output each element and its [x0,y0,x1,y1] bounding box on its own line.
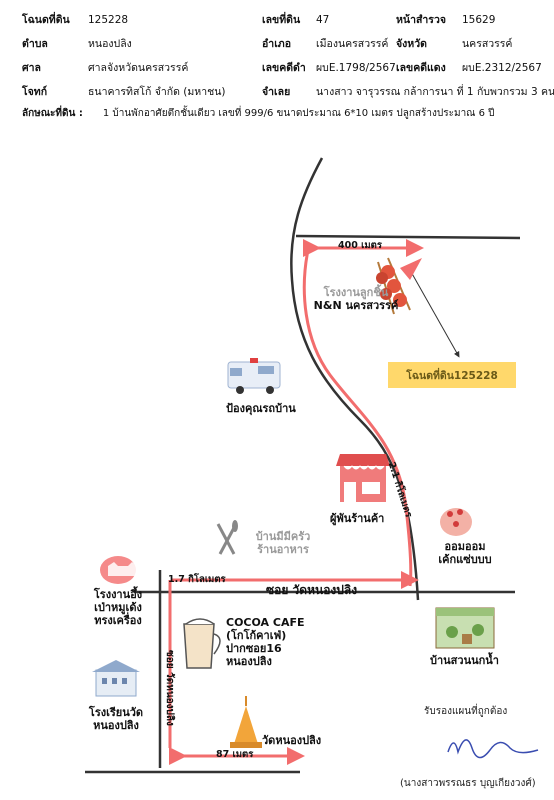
side-road-label: ซอย วัดหนองปลิง [164,650,175,726]
temple-label: วัดหนองปลิง [262,734,322,747]
defendant-label: จำเลย [262,86,291,98]
plot-pointer [409,269,460,358]
parcel-value: 47 [316,14,330,26]
court-label: ศาล [22,62,41,74]
plaintiff-label: โจทก์ [22,86,48,98]
parcel-label: เลขที่ดิน [262,14,301,26]
garden-label: บ้านสวนนกน้ำ [430,654,499,667]
restaurant-label-line2: ร้านอาหาร [257,543,309,556]
school-label-line2: หนองปลิง [93,719,139,732]
deed-value: 125228 [88,14,129,26]
school-icon [92,660,140,697]
coffee-cup-icon [183,618,221,669]
black-case-label: เลขคดีดำ [262,62,306,74]
cafe-label-line1: COCOA CAFE [226,616,305,629]
certify-text: รับรองแผนที่ถูกต้อง [424,706,508,717]
subdistrict-label: ตำบล [22,38,48,50]
cafe-label-line2: (โกโก้คาเฟ่) [226,629,287,642]
cake-shop-label-line1: ออมออม [444,540,486,553]
plaintiff-value: ธนาคารทิสโก้ จำกัด (มหาชน) [88,86,226,98]
black-case-value: ผบE.1798/2567 [316,62,396,74]
meatball-icon [376,257,422,315]
court-value: ศาลจังหวัดนครสวรรค์ [88,62,189,74]
survey-value: 15629 [462,14,496,26]
factory-label-line1: โรงงานลูกชิ้น [323,286,389,299]
plot-highlight-box: โฉนดที่ดิน125228 [388,362,516,388]
signature [447,739,539,759]
distance-400m: 400 เมตร [338,240,382,251]
soi-road-label: ซอย วัดหนองปลิง [266,583,358,597]
subdistrict-value: หนองปลิง [88,38,132,50]
pig-icon [100,556,138,584]
garden-icon [435,607,495,649]
pig-factory-label-line3: ทรงเครื่อง [94,614,142,627]
shop-icon [336,454,390,502]
ambulance-icon [227,358,281,394]
distance-1-7km: 1.7 กิโลเมตร [168,574,226,585]
temple-icon [230,696,262,748]
defendant-value: นางสาว จารุวรรณ กล้าการนา ที่ 1 กับพวกรว… [316,86,554,98]
cafe-label-line4: หนองปลิง [226,655,272,668]
fork-knife-icon [216,520,238,555]
distance-87m: 87 เมตร [216,749,254,760]
restaurant-label-line1: บ้านมีมีครัว [255,530,311,543]
school-label-line1: โรงเรียนวัด [88,706,144,719]
school-label: โรงเรียนวัด หนองปลิง [76,706,156,732]
deed-label: โฉนดที่ดิน [22,14,70,26]
district-label: อำเภอ [262,38,292,50]
restaurant-label: บ้านมีมีครัว ร้านอาหาร [238,530,328,556]
cake-shop-label-line2: เค้กแซ่บบบ [438,553,492,566]
province-value: นครสวรรค์ [462,38,513,50]
location-map: 400 เมตร 2.1 กิโลเมตร 1.7 กิโลเมตร 87 เม… [0,140,554,800]
province-label: จังหวัด [396,38,427,50]
factory-label-line2: N&N นครสวรรค์ [313,299,399,312]
shop-label: ผู้พันร้านค้า [330,512,385,525]
pig-factory-label-line2: เป่าหมูเด้ง [94,601,142,614]
map-canvas [85,157,539,774]
land-description-label: ลักษณะที่ดิน : [22,108,83,119]
red-case-value: ผบE.2312/2567 [462,62,542,74]
cafe-label: COCOA CAFE (โกโก้คาเฟ่) ปากซอย16 หนองปลิ… [226,616,305,668]
red-case-label: เลขคดีแดง [396,62,446,74]
cafe-label-line3: ปากซอย16 [226,642,282,655]
district-value: เมืองนครสวรรค์ [316,38,389,50]
signer-name: (นางสาวพรรณธร บุญเกียงวงศ์) [400,778,536,789]
branch-road-top [295,234,521,240]
cake-shop-label: ออมออม เค้กแซ่บบบ [434,540,496,566]
cake-icon [440,508,472,536]
pig-factory-label-line1: โรงงานอึ้ง [93,588,143,601]
factory-label: โรงงานลูกชิ้น N&N นครสวรรค์ [306,286,406,312]
land-description-value: 1 บ้านพักอาศัยตึกชั้นเดียว เลขที่ 999/6 … [102,108,495,119]
survey-label: หน้าสำรวจ [396,14,446,26]
route-main [302,249,413,587]
land-description: ลักษณะที่ดิน : 1 บ้านพักอาศัยตึกชั้นเดียว… [22,106,495,121]
ambulance-label: ป้องคุณรถบ้าน [226,402,296,415]
pig-factory-label: โรงงานอึ้ง เป่าหมูเด้ง ทรงเครื่อง [80,588,156,627]
